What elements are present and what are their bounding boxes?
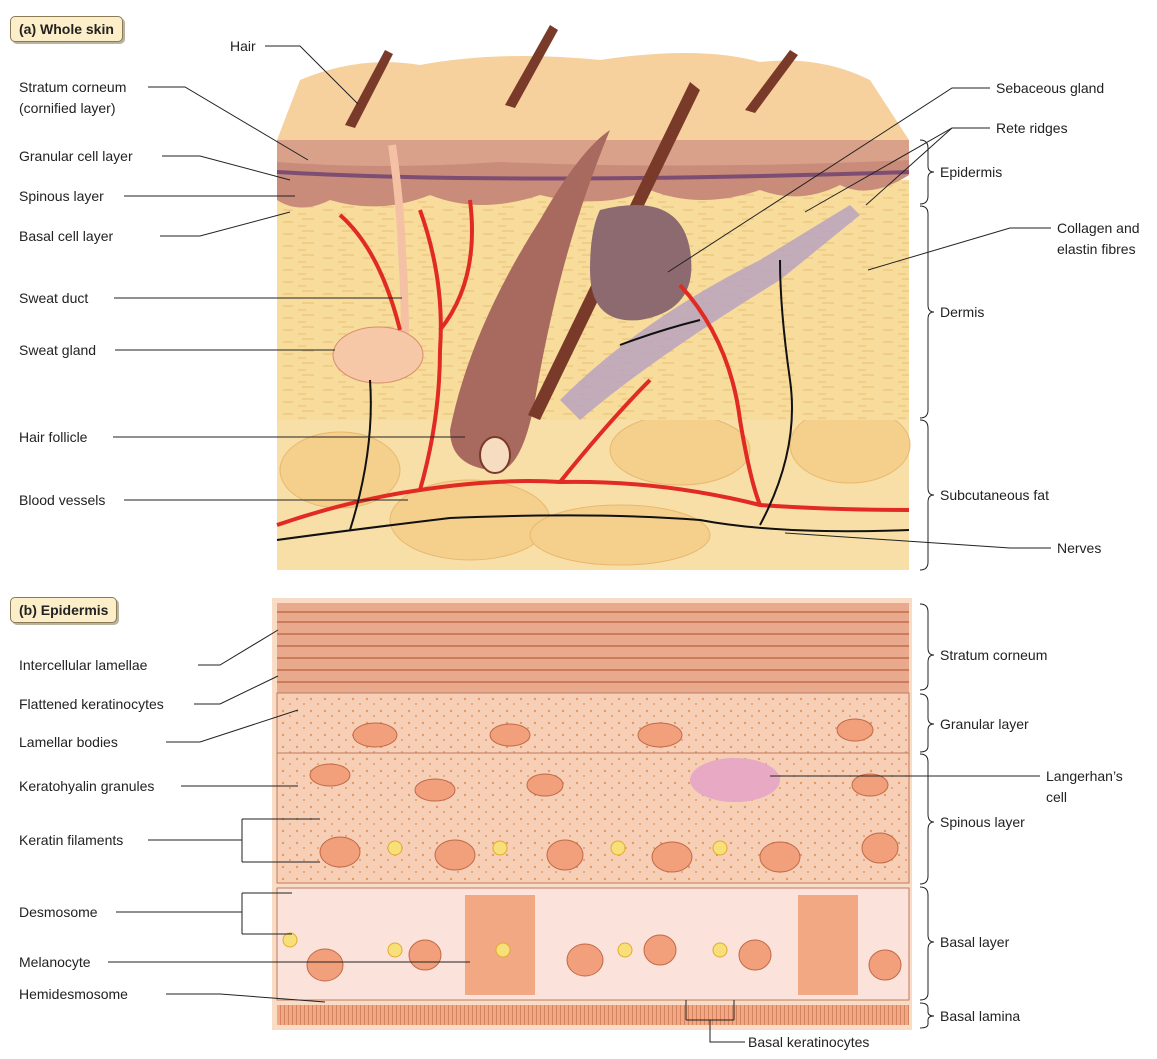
label-intercellular-lamellae: Intercellular lamellae bbox=[19, 656, 147, 674]
label-nerves: Nerves bbox=[1057, 539, 1101, 557]
label-langerhans: Langerhan’s bbox=[1046, 767, 1123, 785]
label-stratum-corneum: Stratum corneum bbox=[19, 78, 126, 96]
label-cornified-layer: (cornified layer) bbox=[19, 99, 115, 117]
label-rete-ridges: Rete ridges bbox=[996, 119, 1068, 137]
label-hair: Hair bbox=[230, 37, 256, 55]
label-langerhans-cell: cell bbox=[1046, 788, 1067, 806]
spinous-layer-cells bbox=[277, 753, 909, 883]
label-basal-cell-layer: Basal cell layer bbox=[19, 227, 113, 245]
label-granular-cell-layer: Granular cell layer bbox=[19, 147, 133, 165]
label-hair-follicle: Hair follicle bbox=[19, 428, 87, 446]
basal-lamina bbox=[277, 1005, 909, 1025]
label-melanocyte: Melanocyte bbox=[19, 953, 91, 971]
label-spinous-layer: Spinous layer bbox=[19, 187, 104, 205]
langerhans-cell bbox=[690, 758, 780, 802]
panel-a-tag: (a) Whole skin bbox=[10, 16, 123, 42]
region-epidermis: Epidermis bbox=[940, 163, 1002, 181]
label-keratohyalin-granules: Keratohyalin granules bbox=[19, 777, 154, 795]
label-lamellar-bodies: Lamellar bodies bbox=[19, 733, 118, 751]
label-flattened-keratinocytes: Flattened keratinocytes bbox=[19, 695, 164, 713]
region-dermis: Dermis bbox=[940, 303, 984, 321]
region-basal-layer: Basal layer bbox=[940, 933, 1009, 951]
label-collagen: Collagen and bbox=[1057, 219, 1140, 237]
sweat-gland bbox=[333, 327, 423, 383]
skin-surface bbox=[277, 53, 909, 140]
region-stratum-corneum: Stratum corneum bbox=[940, 646, 1047, 664]
label-elastin-fibres: elastin fibres bbox=[1057, 240, 1136, 258]
sebaceous-gland bbox=[590, 205, 691, 320]
label-keratin-filaments: Keratin filaments bbox=[19, 831, 123, 849]
label-desmosome: Desmosome bbox=[19, 903, 98, 921]
region-braces bbox=[920, 140, 934, 1028]
region-granular-layer: Granular layer bbox=[940, 715, 1029, 733]
label-hemidesmosome: Hemidesmosome bbox=[19, 985, 128, 1003]
label-basal-keratinocytes: Basal keratinocytes bbox=[748, 1033, 869, 1051]
stratum-corneum-cells bbox=[277, 603, 909, 693]
region-subcutaneous-fat: Subcutaneous fat bbox=[940, 486, 1049, 504]
panel-b-tag: (b) Epidermis bbox=[10, 597, 117, 623]
region-spinous-layer: Spinous layer bbox=[940, 813, 1025, 831]
label-sebaceous-gland: Sebaceous gland bbox=[996, 79, 1104, 97]
label-sweat-gland: Sweat gland bbox=[19, 341, 96, 359]
epidermis-panel bbox=[272, 598, 912, 1030]
label-sweat-duct: Sweat duct bbox=[19, 289, 88, 307]
label-blood-vessels: Blood vessels bbox=[19, 491, 105, 509]
region-basal-lamina: Basal lamina bbox=[940, 1007, 1020, 1025]
